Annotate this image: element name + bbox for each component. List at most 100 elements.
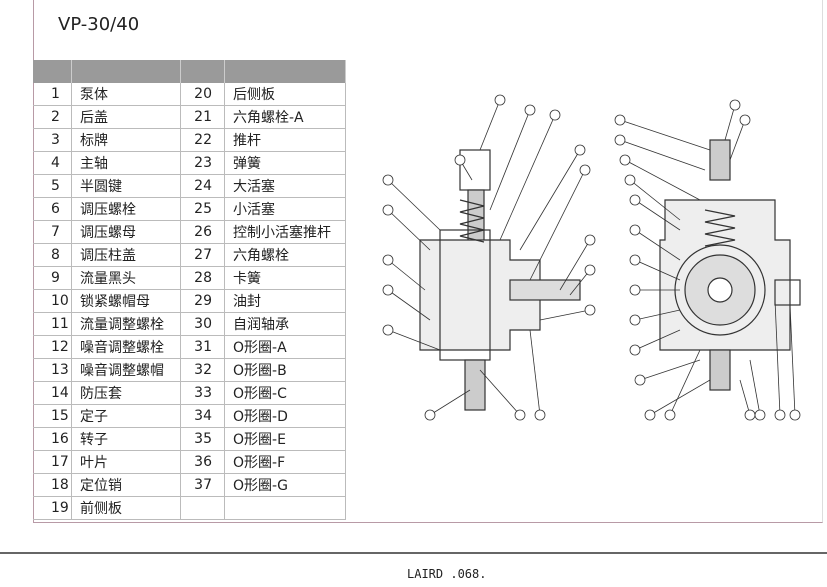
- callout-circle: [584, 234, 596, 246]
- part-number: 2: [33, 105, 72, 129]
- part-name: O形圈-D: [224, 404, 346, 428]
- part-number: 15: [33, 404, 72, 428]
- part-name: O形圈-C: [224, 381, 346, 405]
- part-number: 33: [180, 381, 225, 405]
- callout-circle: [629, 344, 641, 356]
- callout-circle: [729, 99, 741, 111]
- callout-circle: [382, 324, 394, 336]
- part-number: 3: [33, 128, 72, 152]
- part-number: 22: [180, 128, 225, 152]
- part-name: 后侧板: [224, 83, 346, 106]
- callout-circle: [624, 174, 636, 186]
- part-number: 19: [33, 496, 72, 520]
- part-number: 12: [33, 335, 72, 359]
- part-name: 半圆键: [71, 174, 181, 198]
- part-number: 18: [33, 473, 72, 497]
- part-number: 11: [33, 312, 72, 336]
- part-name: 噪音调整螺栓: [71, 335, 181, 359]
- part-number: 26: [180, 220, 225, 244]
- part-name: O形圈-E: [224, 427, 346, 451]
- part-number: 23: [180, 151, 225, 175]
- part-name: 后盖: [71, 105, 181, 129]
- part-number: 28: [180, 266, 225, 290]
- callout-circle: [534, 409, 546, 421]
- part-name: 小活塞: [224, 197, 346, 221]
- part-number: 21: [180, 105, 225, 129]
- part-name: O形圈-B: [224, 358, 346, 382]
- part-number: 7: [33, 220, 72, 244]
- callout-circle: [382, 254, 394, 266]
- part-number: 29: [180, 289, 225, 313]
- pump-cross-section-diagram: [382, 94, 801, 421]
- part-name: 定位销: [71, 473, 181, 497]
- part-name: 大活塞: [224, 174, 346, 198]
- callout-circle: [614, 114, 626, 126]
- part-number: 35: [180, 427, 225, 451]
- part-name: 转子: [71, 427, 181, 451]
- callout-circle: [739, 114, 751, 126]
- part-name: [224, 496, 346, 520]
- part-name: 油封: [224, 289, 346, 313]
- callout-circle: [382, 174, 394, 186]
- part-number: [180, 496, 225, 520]
- part-number: 17: [33, 450, 72, 474]
- callout-circle: [629, 284, 641, 296]
- part-number: 25: [180, 197, 225, 221]
- part-name: 卡簧: [224, 266, 346, 290]
- callout-circle: [454, 154, 466, 166]
- part-number: 6: [33, 197, 72, 221]
- part-number: 27: [180, 243, 225, 267]
- part-name: 自润轴承: [224, 312, 346, 336]
- part-number: 14: [33, 381, 72, 405]
- part-name: 锁紧螺帽母: [71, 289, 181, 313]
- front-section-view: [659, 139, 801, 391]
- callout-circle: [382, 204, 394, 216]
- callout-circle: [744, 409, 756, 421]
- callout-circle: [629, 254, 641, 266]
- callout-circle: [494, 94, 506, 106]
- callout-circle: [619, 154, 631, 166]
- part-name: 标牌: [71, 128, 181, 152]
- callout-circle: [629, 224, 641, 236]
- part-name: 流量调整螺栓: [71, 312, 181, 336]
- part-name: 调压柱盖: [71, 243, 181, 267]
- side-section-view: [419, 149, 581, 411]
- callout-circle: [664, 409, 676, 421]
- part-name: 调压螺母: [71, 220, 181, 244]
- part-name: 噪音调整螺帽: [71, 358, 181, 382]
- part-name: O形圈-F: [224, 450, 346, 474]
- footer-rule: [0, 552, 827, 554]
- part-name: 六角螺栓-A: [224, 105, 346, 129]
- part-number: 5: [33, 174, 72, 198]
- part-number: 16: [33, 427, 72, 451]
- callout-circle: [574, 144, 586, 156]
- part-number: 32: [180, 358, 225, 382]
- part-name: 推杆: [224, 128, 346, 152]
- model-title: VP-30/40: [58, 14, 140, 35]
- part-number: 20: [180, 83, 225, 106]
- part-name: 控制小活塞推杆: [224, 220, 346, 244]
- part-number: 13: [33, 358, 72, 382]
- part-number: 34: [180, 404, 225, 428]
- callout-circle: [514, 409, 526, 421]
- part-number: 1: [33, 83, 72, 106]
- callout-circle: [774, 409, 786, 421]
- part-name: 防压套: [71, 381, 181, 405]
- callout-circle: [424, 409, 436, 421]
- callout-circle: [382, 284, 394, 296]
- part-name: 主轴: [71, 151, 181, 175]
